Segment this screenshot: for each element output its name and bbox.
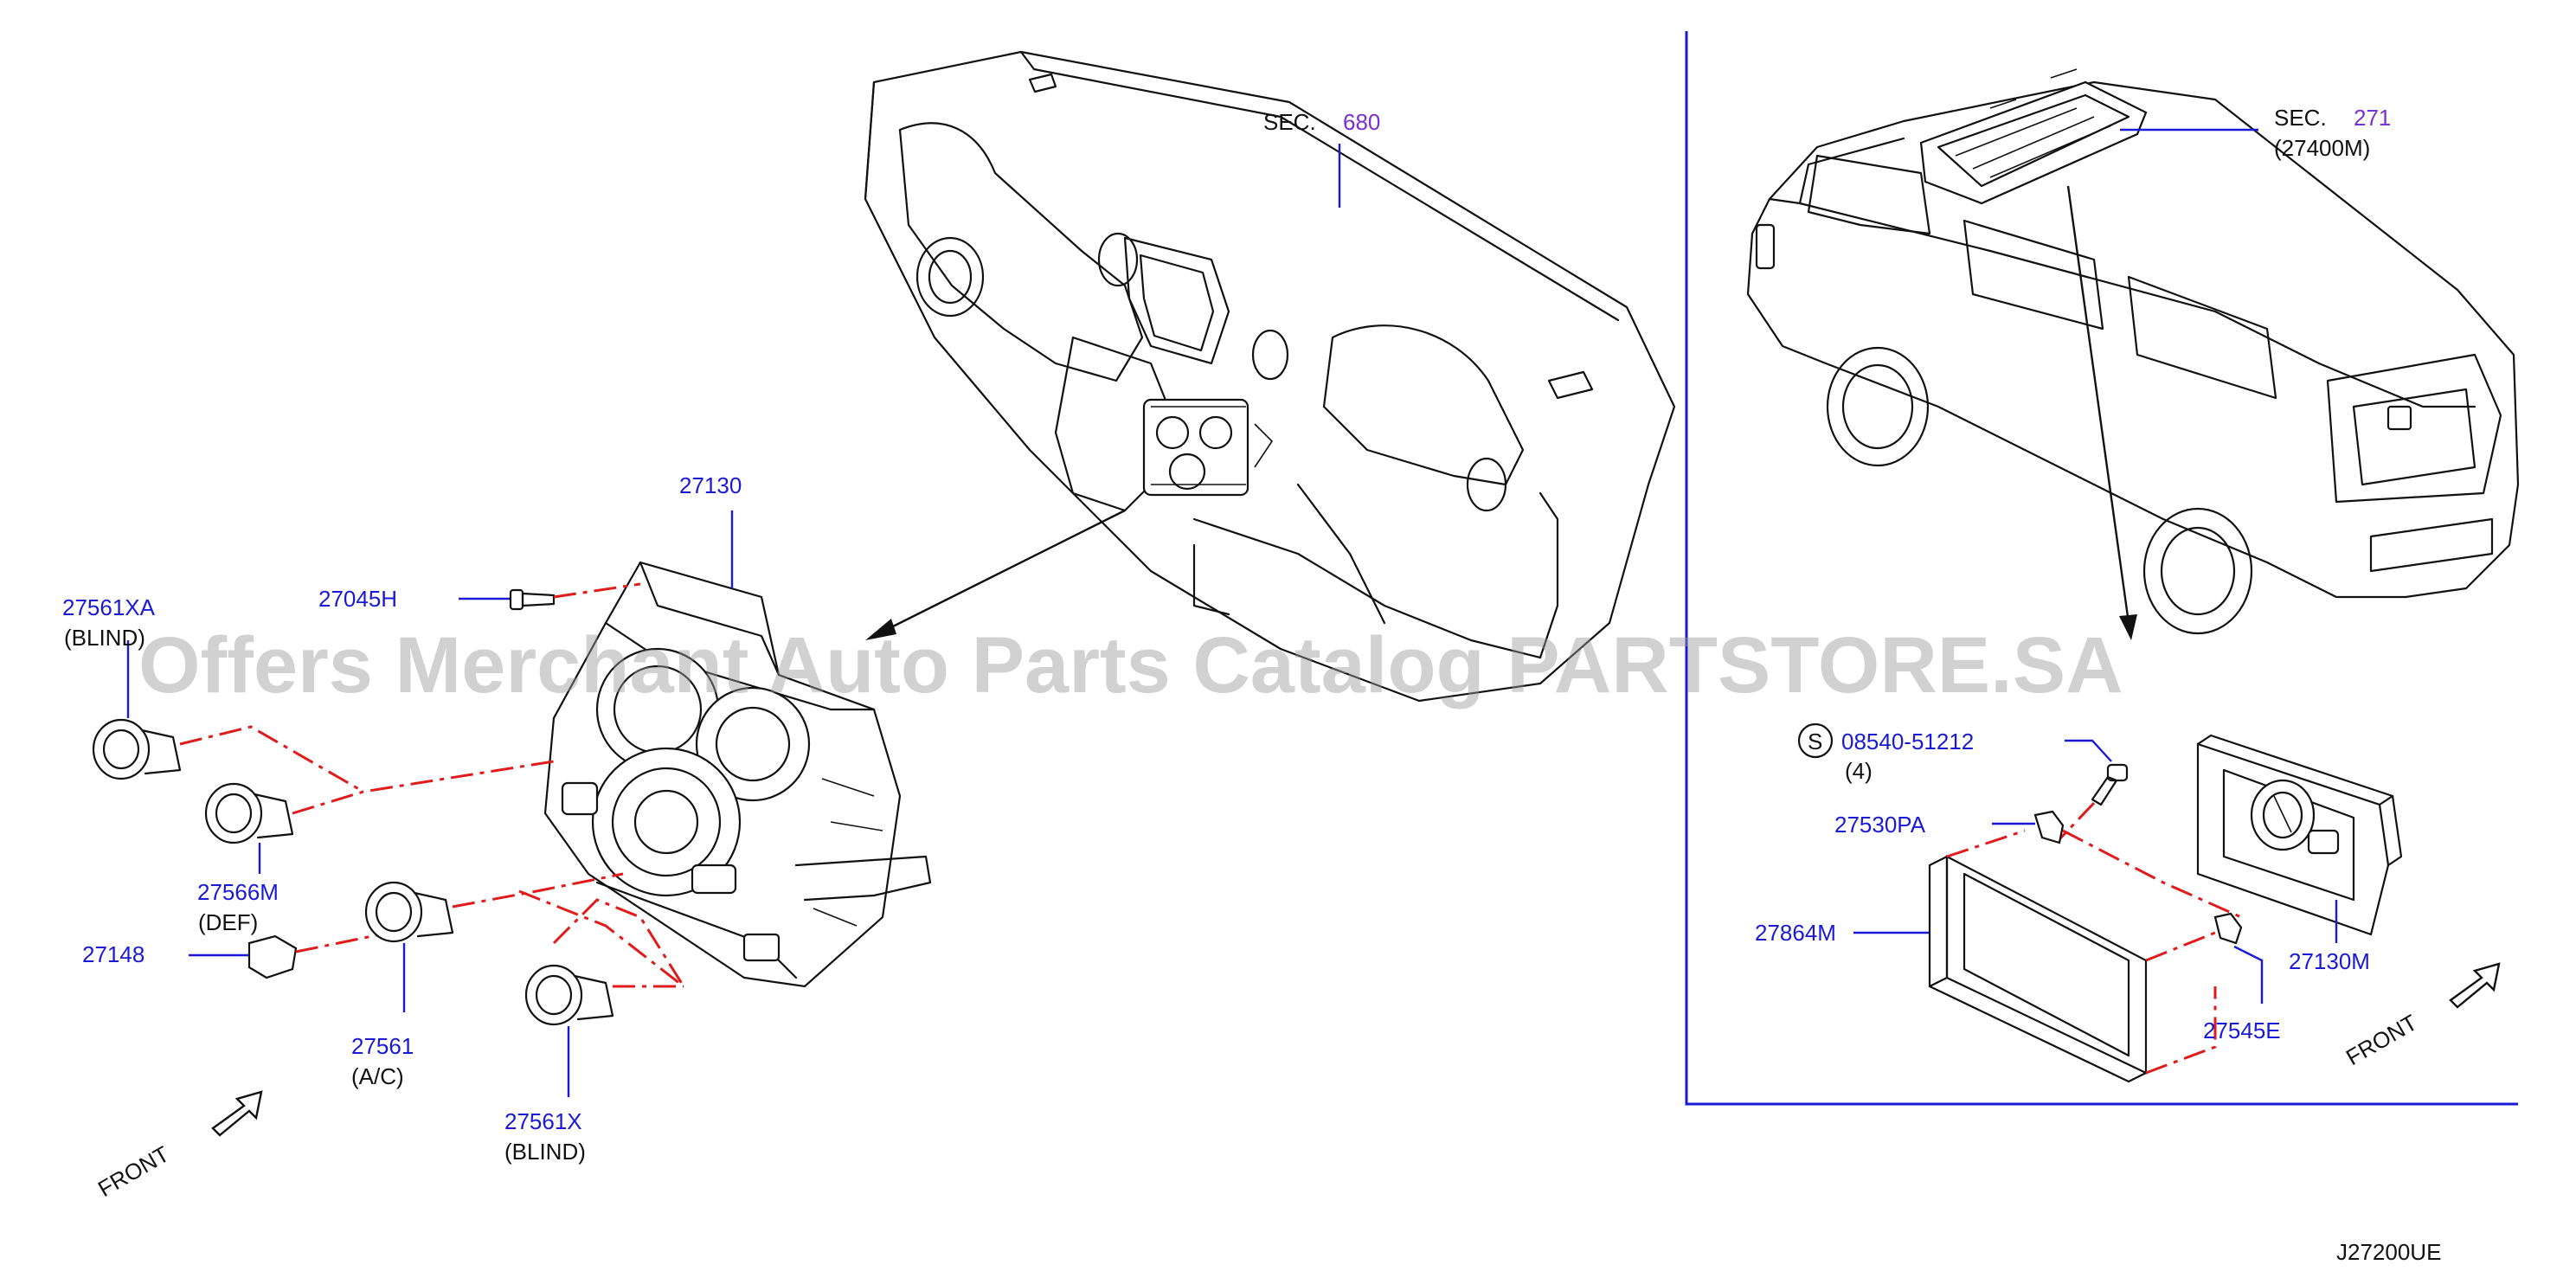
sec-680-prefix: SEC. (1263, 109, 1316, 135)
front-arrow-icon-right (2449, 962, 2501, 1009)
knob-27566m (204, 760, 555, 874)
cap-27148 (189, 933, 382, 979)
van-drawing (1746, 68, 2520, 640)
part-27864m-label[interactable]: 27864M (1755, 920, 1836, 946)
part-27566m-label[interactable]: 27566M (197, 879, 279, 905)
part-27130m-label[interactable]: 27130M (2289, 948, 2370, 974)
part-27561x-note: (BLIND) (504, 1139, 586, 1165)
panel-border (1685, 31, 2518, 1106)
sec-271-link[interactable]: 271 (2354, 105, 2391, 131)
diagram-code: J27200UE (2336, 1239, 2441, 1265)
part-27148-label[interactable]: 27148 (82, 941, 145, 967)
part-08540-51212-qty: (4) (1845, 758, 1873, 784)
sec-271-prefix: SEC. (2274, 105, 2327, 131)
part-27045h-label[interactable]: 27045H (318, 586, 397, 612)
part-27566m-note: (DEF) (198, 909, 258, 935)
heater-control-assembly (543, 561, 932, 988)
front-arrow-icon-left (211, 1090, 263, 1137)
control-27130m (2196, 734, 2403, 943)
part-27561xa-note: (BLIND) (64, 625, 145, 651)
part-27561x-label[interactable]: 27561X (504, 1108, 582, 1134)
knob-27561xa (92, 640, 364, 793)
part-27130-label[interactable]: 27130 (679, 472, 742, 498)
front-label-right: FRONT (2342, 1009, 2422, 1070)
knob-27561x (524, 898, 685, 1097)
screw-27045h (459, 582, 641, 611)
part-27530pa-label[interactable]: 27530PA (1834, 812, 1926, 838)
part-27561-label[interactable]: 27561 (351, 1033, 414, 1059)
bezel-27864m (1853, 829, 2233, 1083)
part-27545e-label[interactable]: 27545E (2203, 1018, 2281, 1043)
part-27561xa-label[interactable]: 27561XA (62, 594, 156, 620)
dashboard-drawing (864, 50, 1676, 703)
front-label-left: FRONT (93, 1140, 174, 1202)
part-27561-note: (A/C) (351, 1063, 404, 1089)
sec-680-link[interactable]: 680 (1343, 109, 1380, 135)
part-08540-51212-label[interactable]: 08540-51212 (1841, 729, 1974, 754)
watermark: Offers Merchant Auto Parts Catalog PARTS… (138, 621, 2123, 709)
clip-27545e (2213, 912, 2264, 1004)
sec-271-sub: (27400M) (2274, 135, 2370, 161)
clip-27530pa (1992, 810, 2242, 919)
s-badge: S (1808, 729, 1822, 754)
knob-27561 (364, 872, 684, 1012)
